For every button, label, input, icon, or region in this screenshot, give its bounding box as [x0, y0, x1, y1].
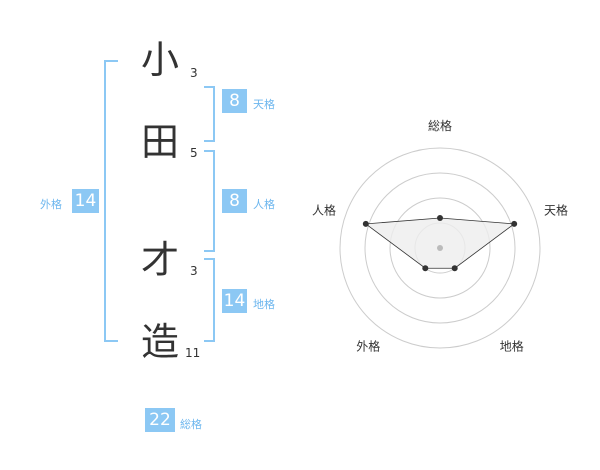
kanji-3: 才 — [140, 238, 179, 282]
radar-point-2 — [511, 220, 518, 227]
radar-point-1 — [437, 215, 443, 221]
jinkaku-value: 8 — [222, 189, 247, 213]
radar-center-dot — [437, 245, 443, 251]
radar-label-2: 天格 — [544, 202, 568, 217]
radar-ring — [339, 147, 541, 349]
jinkaku-label: 人格 — [253, 198, 275, 211]
chikaku-label: 地格 — [253, 298, 275, 311]
stroke-count-1: 3 — [190, 66, 198, 80]
gaikaku-value: 14 — [72, 189, 99, 213]
soukaku-value: 22 — [145, 408, 175, 432]
radar-label-1: 総格 — [428, 118, 452, 133]
chikaku-bracket — [204, 258, 215, 342]
jinkaku-bracket — [204, 150, 215, 252]
stroke-count-3: 3 — [190, 264, 198, 278]
radar-point-5 — [362, 220, 369, 227]
radar-area — [364, 217, 516, 269]
kanji-2: 田 — [140, 120, 179, 164]
tenkaku-value: 8 — [222, 89, 247, 113]
gaikaku-label: 外格 — [40, 198, 62, 211]
soukaku-label: 総格 — [180, 418, 202, 431]
kanji-1: 小 — [140, 38, 179, 82]
gaikaku-bracket — [104, 60, 118, 342]
radar-label-3: 地格 — [500, 339, 524, 354]
stroke-count-2: 5 — [190, 146, 198, 160]
radar-point-4 — [422, 265, 429, 272]
radar-ring — [389, 197, 491, 299]
chikaku-value: 14 — [222, 289, 247, 313]
radar-ring — [364, 172, 516, 324]
stroke-count-4: 11 — [185, 346, 201, 360]
radar-point-3 — [451, 265, 458, 272]
kanji-4: 造 — [140, 320, 179, 364]
radar-label-5: 人格 — [312, 202, 336, 217]
radar-label-4: 外格 — [356, 339, 380, 354]
tenkaku-bracket — [204, 86, 215, 142]
tenkaku-label: 天格 — [253, 98, 275, 111]
